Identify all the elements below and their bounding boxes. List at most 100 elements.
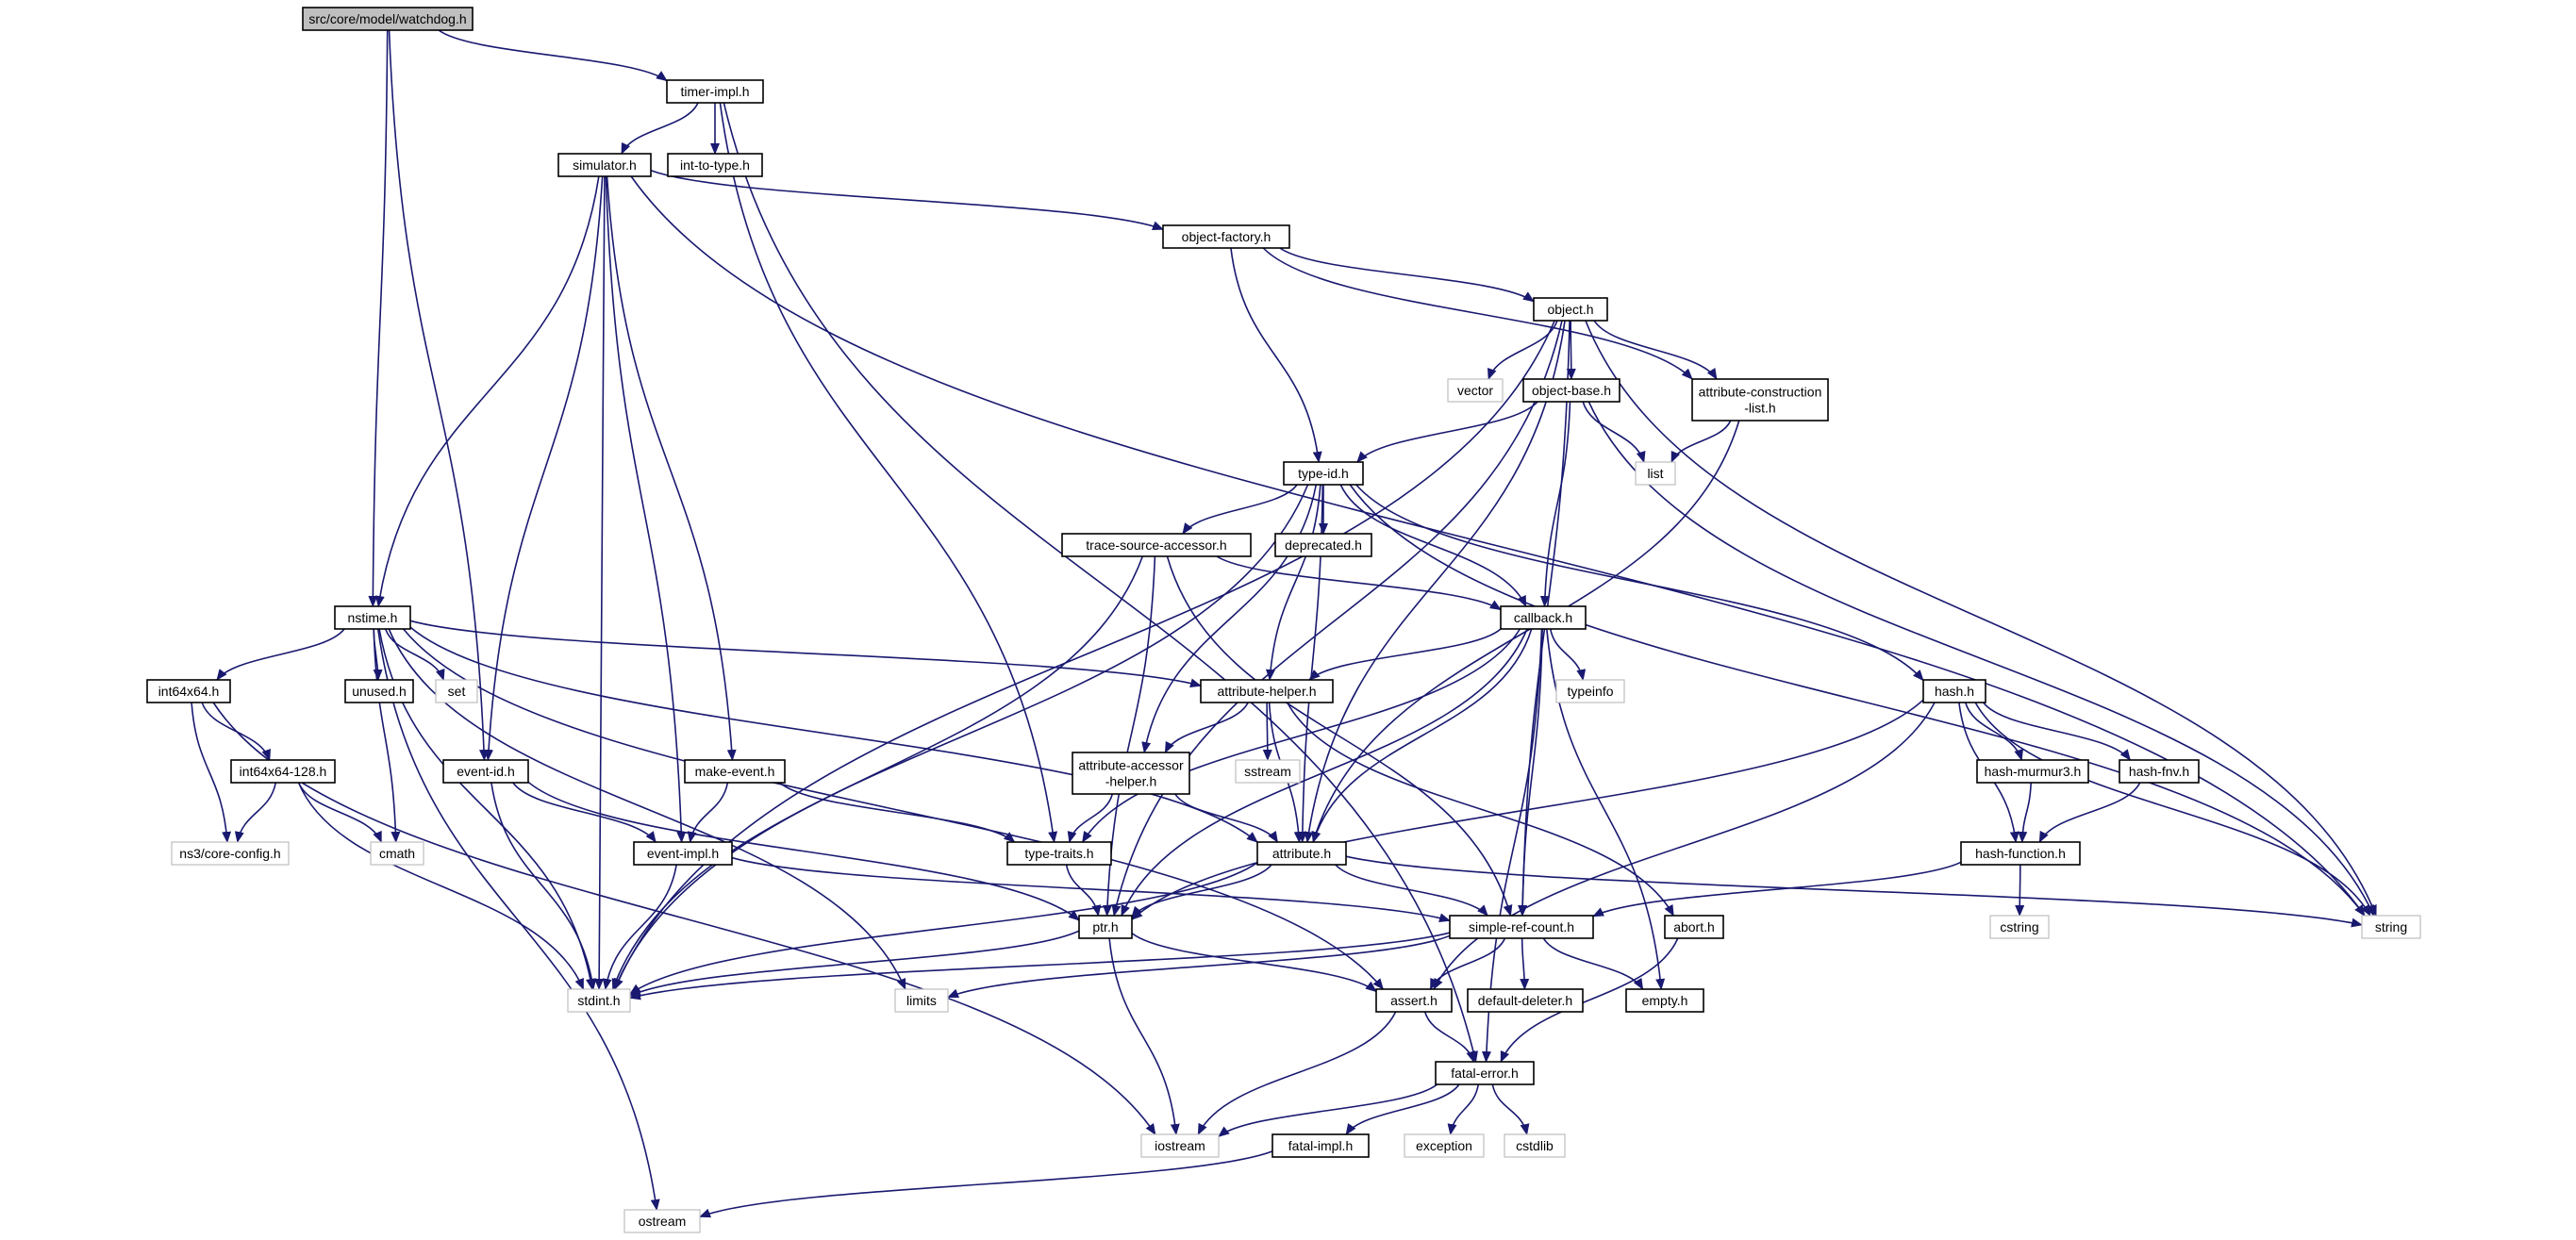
edge-attribute-to-simple-ref-count	[1335, 864, 1488, 917]
edge-simple-ref-count-to-assert	[1429, 937, 1506, 990]
node-set: set	[435, 679, 478, 703]
node-fatal-error[interactable]: fatal-error.h	[1435, 1061, 1535, 1085]
node-type-traits[interactable]: type-traits.h	[1006, 841, 1112, 866]
node-box	[1140, 1133, 1220, 1158]
edge-hash-function-to-simple-ref-count	[1592, 861, 1962, 918]
node-timer-impl[interactable]: timer-impl.h	[666, 79, 764, 104]
node-object-base[interactable]: object-base.h	[1522, 378, 1620, 403]
edge-attribute-to-stdint	[629, 862, 1258, 995]
node-label: iostream	[1155, 1138, 1205, 1153]
node-box	[1449, 915, 1594, 939]
edge-object-to-string	[1585, 320, 2377, 917]
edge-simulator-to-nstime	[374, 175, 600, 607]
edge-simple-ref-count-to-limits	[947, 934, 1451, 999]
edge-watchdog-to-event-id	[388, 29, 490, 761]
node-int64x64-128[interactable]: int64x64-128.h	[230, 759, 336, 784]
node-box	[1500, 605, 1587, 630]
node-cstdlib: cstdlib	[1504, 1133, 1566, 1158]
node-limits: limits	[894, 988, 949, 1013]
node-box	[1522, 378, 1620, 403]
node-int64x64[interactable]: int64x64.h	[146, 679, 231, 703]
node-type-id[interactable]: type-id.h	[1283, 461, 1364, 486]
node-box	[623, 1209, 701, 1233]
edge-simple-ref-count-to-empty	[1542, 937, 1644, 990]
node-label: ptr.h	[1092, 919, 1118, 934]
node-label: exception	[1416, 1138, 1472, 1153]
node-hash-function[interactable]: hash-function.h	[1960, 841, 2081, 866]
edge-attribute-helper-to-sstream	[1262, 702, 1272, 761]
node-box	[894, 988, 949, 1013]
node-box	[1555, 679, 1625, 703]
edge-trace-source-to-simple-ref-count	[1166, 555, 1513, 917]
node-label: cstdlib	[1516, 1138, 1554, 1153]
edge-type-id-to-attr-accessor	[1141, 484, 1318, 753]
node-assert[interactable]: assert.h	[1375, 988, 1453, 1013]
node-object[interactable]: object.h	[1533, 297, 1608, 322]
node-label: deprecated.h	[1285, 537, 1362, 553]
node-simulator[interactable]: simulator.h	[557, 153, 652, 177]
node-deprecated[interactable]: deprecated.h	[1274, 533, 1372, 557]
edge-type-id-to-trace-source	[1182, 484, 1298, 535]
edge-timer-impl-to-type-traits	[719, 102, 1058, 843]
edge-nstime-to-assert	[403, 628, 1385, 990]
node-ptr[interactable]: ptr.h	[1078, 915, 1133, 939]
node-unused[interactable]: unused.h	[344, 679, 414, 703]
node-label: sstream	[1244, 764, 1291, 779]
node-box	[1200, 679, 1334, 703]
node-box	[302, 7, 474, 31]
node-label: ostream	[639, 1214, 687, 1229]
node-label: type-traits.h	[1024, 846, 1093, 861]
node-default-deleter[interactable]: default-deleter.h	[1467, 988, 1584, 1013]
node-label: stdint.h	[577, 993, 620, 1008]
node-box	[667, 153, 763, 177]
node-make-event[interactable]: make-event.h	[684, 759, 786, 784]
node-int-to-type[interactable]: int-to-type.h	[667, 153, 763, 177]
node-box	[666, 79, 764, 104]
node-event-impl[interactable]: event-impl.h	[633, 841, 733, 866]
node-cstring: cstring	[1989, 915, 2050, 939]
node-attribute-helper[interactable]: attribute-helper.h	[1200, 679, 1334, 703]
node-hash-murmur3[interactable]: hash-murmur3.h	[1976, 759, 2089, 784]
node-box	[2361, 915, 2421, 939]
node-label: hash-murmur3.h	[1985, 764, 2082, 779]
node-object-factory[interactable]: object-factory.h	[1162, 224, 1290, 249]
edge-hash-function-to-cstring	[2015, 864, 2025, 917]
node-label: make-event.h	[695, 764, 775, 779]
edge-hash-fnv-to-hash-function	[2038, 782, 2141, 843]
node-label: object-base.h	[1532, 383, 1611, 398]
node-label: unused.h	[352, 684, 407, 699]
node-attr-accessor[interactable]: attribute-accessor-helper.h	[1072, 752, 1190, 795]
node-label: int64x64.h	[158, 684, 220, 699]
edge-hash-to-string	[1974, 702, 2371, 917]
edge-callback-to-ptr	[1121, 628, 1528, 917]
edge-int64x64-128-to-ns3-core-config	[234, 782, 277, 843]
node-box	[1404, 1133, 1485, 1158]
edge-timer-impl-to-fatal-error	[723, 102, 1478, 1063]
node-fatal-impl[interactable]: fatal-impl.h	[1271, 1133, 1370, 1158]
node-box	[1960, 841, 2081, 866]
node-empty[interactable]: empty.h	[1625, 988, 1704, 1013]
node-watchdog[interactable]: src/core/model/watchdog.h	[302, 7, 474, 31]
node-stdint: stdint.h	[567, 988, 631, 1013]
node-trace-source[interactable]: trace-source-accessor.h	[1061, 533, 1252, 557]
node-nstime[interactable]: nstime.h	[334, 605, 411, 630]
node-hash[interactable]: hash.h	[1922, 679, 1986, 703]
node-box	[684, 759, 786, 784]
node-hash-fnv[interactable]: hash-fnv.h	[2119, 759, 2200, 784]
node-abort[interactable]: abort.h	[1664, 915, 1724, 939]
node-attribute[interactable]: attribute.h	[1256, 841, 1347, 866]
edge-make-event-to-event-impl	[687, 782, 729, 843]
node-callback[interactable]: callback.h	[1500, 605, 1587, 630]
node-label: timer-impl.h	[680, 84, 749, 99]
node-box	[1235, 759, 1301, 784]
node-label: hash.h	[1935, 684, 1974, 699]
edge-nstime-to-ostream	[376, 628, 660, 1211]
node-event-id[interactable]: event-id.h	[442, 759, 529, 784]
node-label: simulator.h	[573, 157, 637, 173]
node-box	[1664, 915, 1724, 939]
node-attr-construction[interactable]: attribute-construction-list.h	[1691, 378, 1829, 422]
node-label: attribute-construction-list.h	[1699, 385, 1822, 416]
node-simple-ref-count[interactable]: simple-ref-count.h	[1449, 915, 1594, 939]
edge-abort-to-fatal-error	[1500, 937, 1679, 1063]
